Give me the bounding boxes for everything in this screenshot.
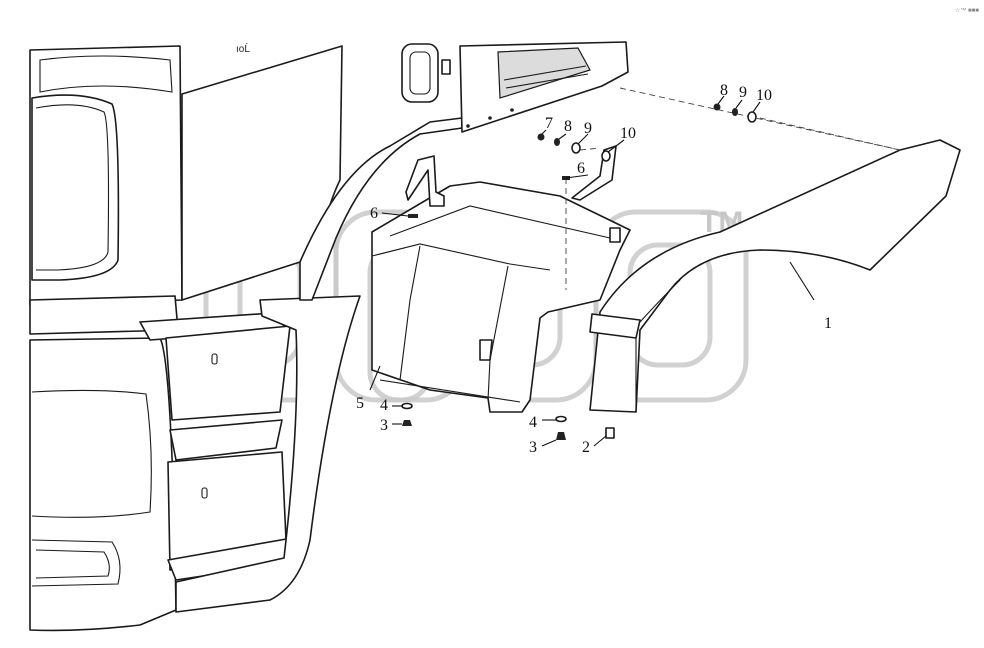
callout-8-upper: 8: [720, 82, 728, 99]
callout-6-left: 6: [370, 205, 378, 222]
callout-10-lower: 10: [620, 125, 636, 142]
callout-3-right: 3: [529, 439, 537, 456]
callout-4-left: 4: [380, 397, 388, 414]
callout-labels: 1 2 3 3 4 4 5 6 6 7 8 9 10 8 9 10: [356, 82, 832, 456]
callout-9-lower: 9: [584, 120, 592, 137]
callout-10-upper: 10: [756, 87, 772, 104]
callout-9-upper: 9: [739, 84, 747, 101]
leader-lines: [369, 95, 815, 447]
callout-4-right: 4: [529, 414, 537, 431]
mudguard-panel-part-5: [371, 145, 631, 413]
callout-3-left: 3: [380, 417, 388, 434]
corner-mark: ☆™ ■■■: [955, 7, 979, 14]
callout-5: 5: [356, 395, 364, 412]
callout-8-lower: 8: [564, 118, 572, 135]
rear-cab-panel: [401, 41, 629, 133]
callout-1: 1: [824, 315, 832, 332]
svg-text:ıoĹ: ıoĹ: [236, 42, 250, 55]
callout-6-right: 6: [577, 160, 585, 177]
callout-2: 2: [582, 439, 590, 456]
truck-cab: ıoĹ: [29, 42, 463, 632]
fender-part-1: [589, 139, 961, 413]
callout-7: 7: [545, 115, 553, 132]
assembly-guide-lines: [565, 87, 901, 290]
